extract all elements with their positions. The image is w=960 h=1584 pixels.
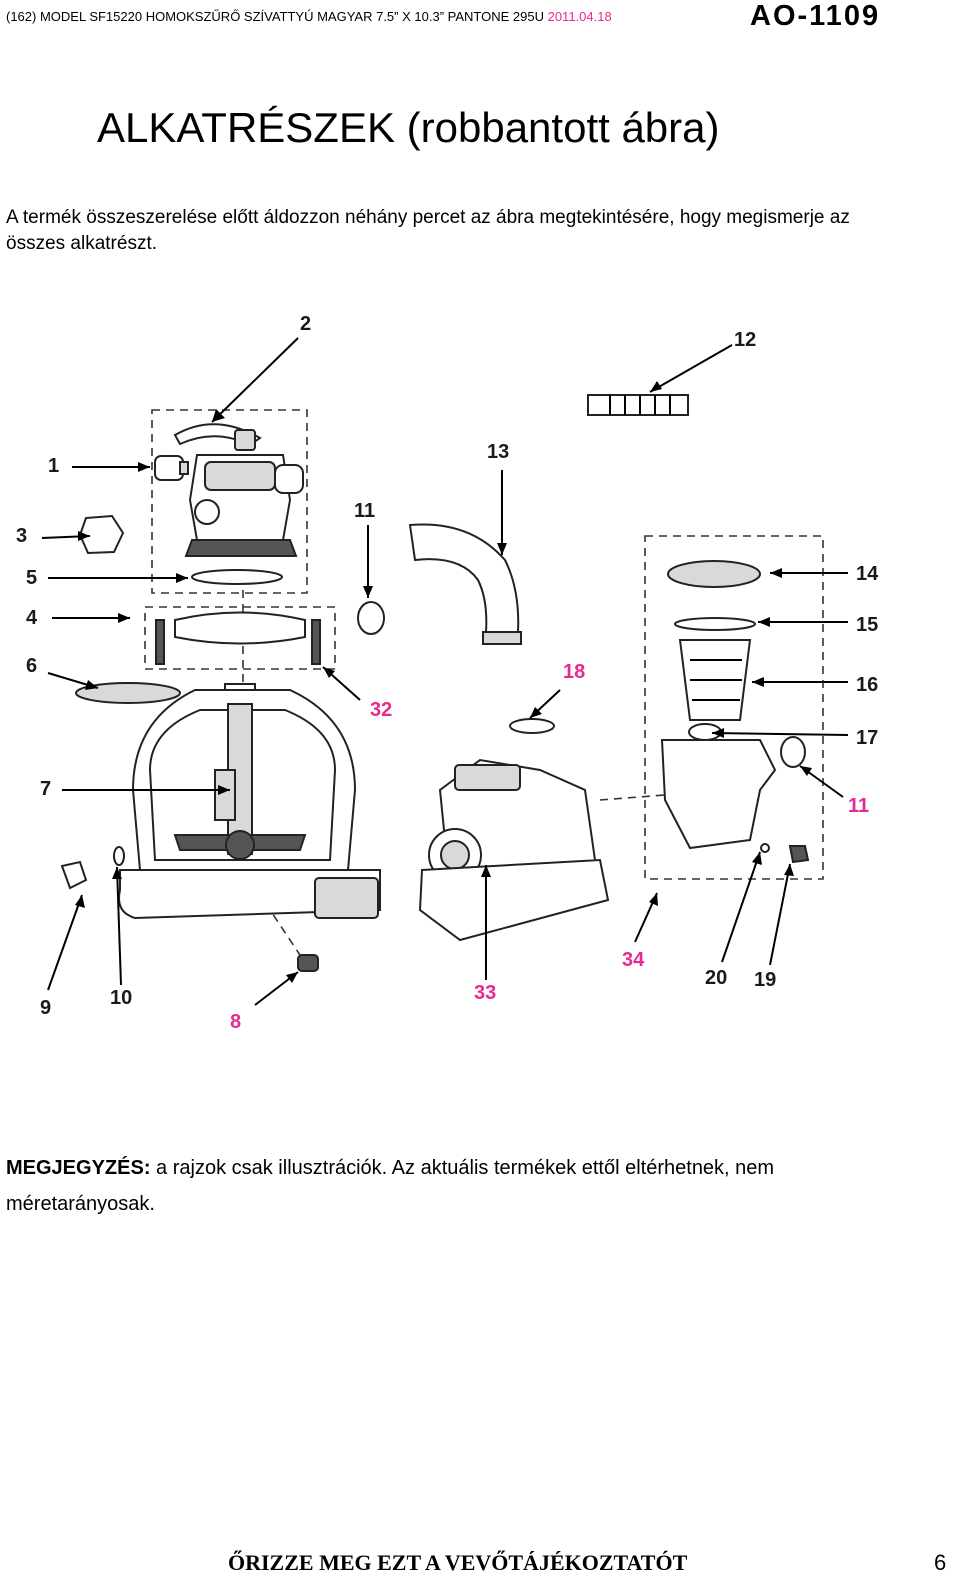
drain-o-ring (113, 846, 125, 866)
basket-grid (690, 659, 742, 701)
part-label: 6 (26, 655, 37, 677)
part-label: 4 (26, 607, 38, 629)
exploded-parts-diagram: 2 1 3 5 4 6 7 8 9 10 11 11 12 13 14 15 1… (16, 313, 879, 1033)
part-label: 2 (300, 313, 311, 335)
tank-bolt (297, 954, 319, 972)
valve-group-box (151, 409, 308, 594)
part-label: 8 (230, 1011, 241, 1033)
part-label: 33 (474, 982, 496, 1004)
drain-plug (60, 860, 88, 890)
strainer-group-box (644, 535, 824, 880)
valve-o-ring (191, 569, 283, 585)
pressure-gauge (154, 455, 189, 481)
connection-hose (587, 394, 689, 416)
tank-clamp (155, 611, 321, 665)
part-label: 20 (705, 967, 727, 989)
part-label: 14 (856, 563, 879, 585)
pump-gasket (509, 718, 555, 734)
strainer-drain-plug (788, 845, 810, 864)
note-label: MEGJEGYZÉS: (6, 1157, 151, 1179)
part-label: 1 (48, 455, 59, 477)
part-label: 15 (856, 614, 878, 636)
drain-cap (78, 514, 125, 555)
hose-o-ring-right (780, 736, 806, 768)
filter-tank (118, 683, 381, 920)
part-label: 10 (110, 987, 132, 1009)
part-label: 9 (40, 997, 51, 1019)
part-label: 11 (354, 500, 375, 522)
part-labels: 2 1 3 5 4 6 7 8 9 10 11 11 12 13 14 15 1… (16, 313, 879, 1033)
part-label: 16 (856, 674, 878, 696)
part-label: 11 (848, 795, 869, 817)
note-text: a rajzok csak illusztrációk. Az aktuális… (6, 1157, 775, 1215)
part-label: 3 (16, 525, 27, 547)
part-label: 12 (734, 329, 756, 351)
part-label: 7 (40, 778, 51, 800)
note-paragraph: MEGJEGYZÉS: a rajzok csak illusztrációk.… (6, 1150, 926, 1222)
lid-o-ring (674, 617, 756, 631)
document-code: AO-1109 (750, 0, 881, 32)
tank-flange-gasket (75, 682, 181, 704)
part-label: 18 (563, 661, 585, 683)
spec-header: (162) MODEL SF15220 HOMOKSZŰRŐ SZÍVATTYÚ… (6, 9, 612, 24)
strainer-lid (667, 560, 761, 588)
hose-o-ring-left (357, 601, 385, 635)
part-label: 34 (622, 949, 645, 971)
page-number: 6 (934, 1550, 947, 1575)
intro-paragraph: A termék összeszerelése előtt áldozzon n… (6, 207, 850, 254)
spec-line: (162) MODEL SF15220 HOMOKSZŰRŐ SZÍVATTYÚ… (6, 9, 544, 24)
part-label: 19 (754, 969, 776, 991)
footer-text: ŐRIZZE MEG EZT A VEVŐTÁJÉKOZTATÓT (228, 1550, 688, 1575)
drain-washer (760, 843, 770, 853)
part-label: 17 (856, 727, 878, 749)
strainer-housing (660, 739, 777, 850)
multiport-valve (173, 423, 304, 557)
leader-arrows (41, 337, 849, 1006)
part-label: 13 (487, 441, 509, 463)
spec-date: 2011.04.18 (547, 9, 612, 24)
page-title: ALKATRÉSZEK (robbantott ábra) (97, 104, 720, 151)
part-label: 5 (26, 567, 37, 589)
pump-motor (418, 758, 610, 942)
part-label: 32 (370, 699, 392, 721)
